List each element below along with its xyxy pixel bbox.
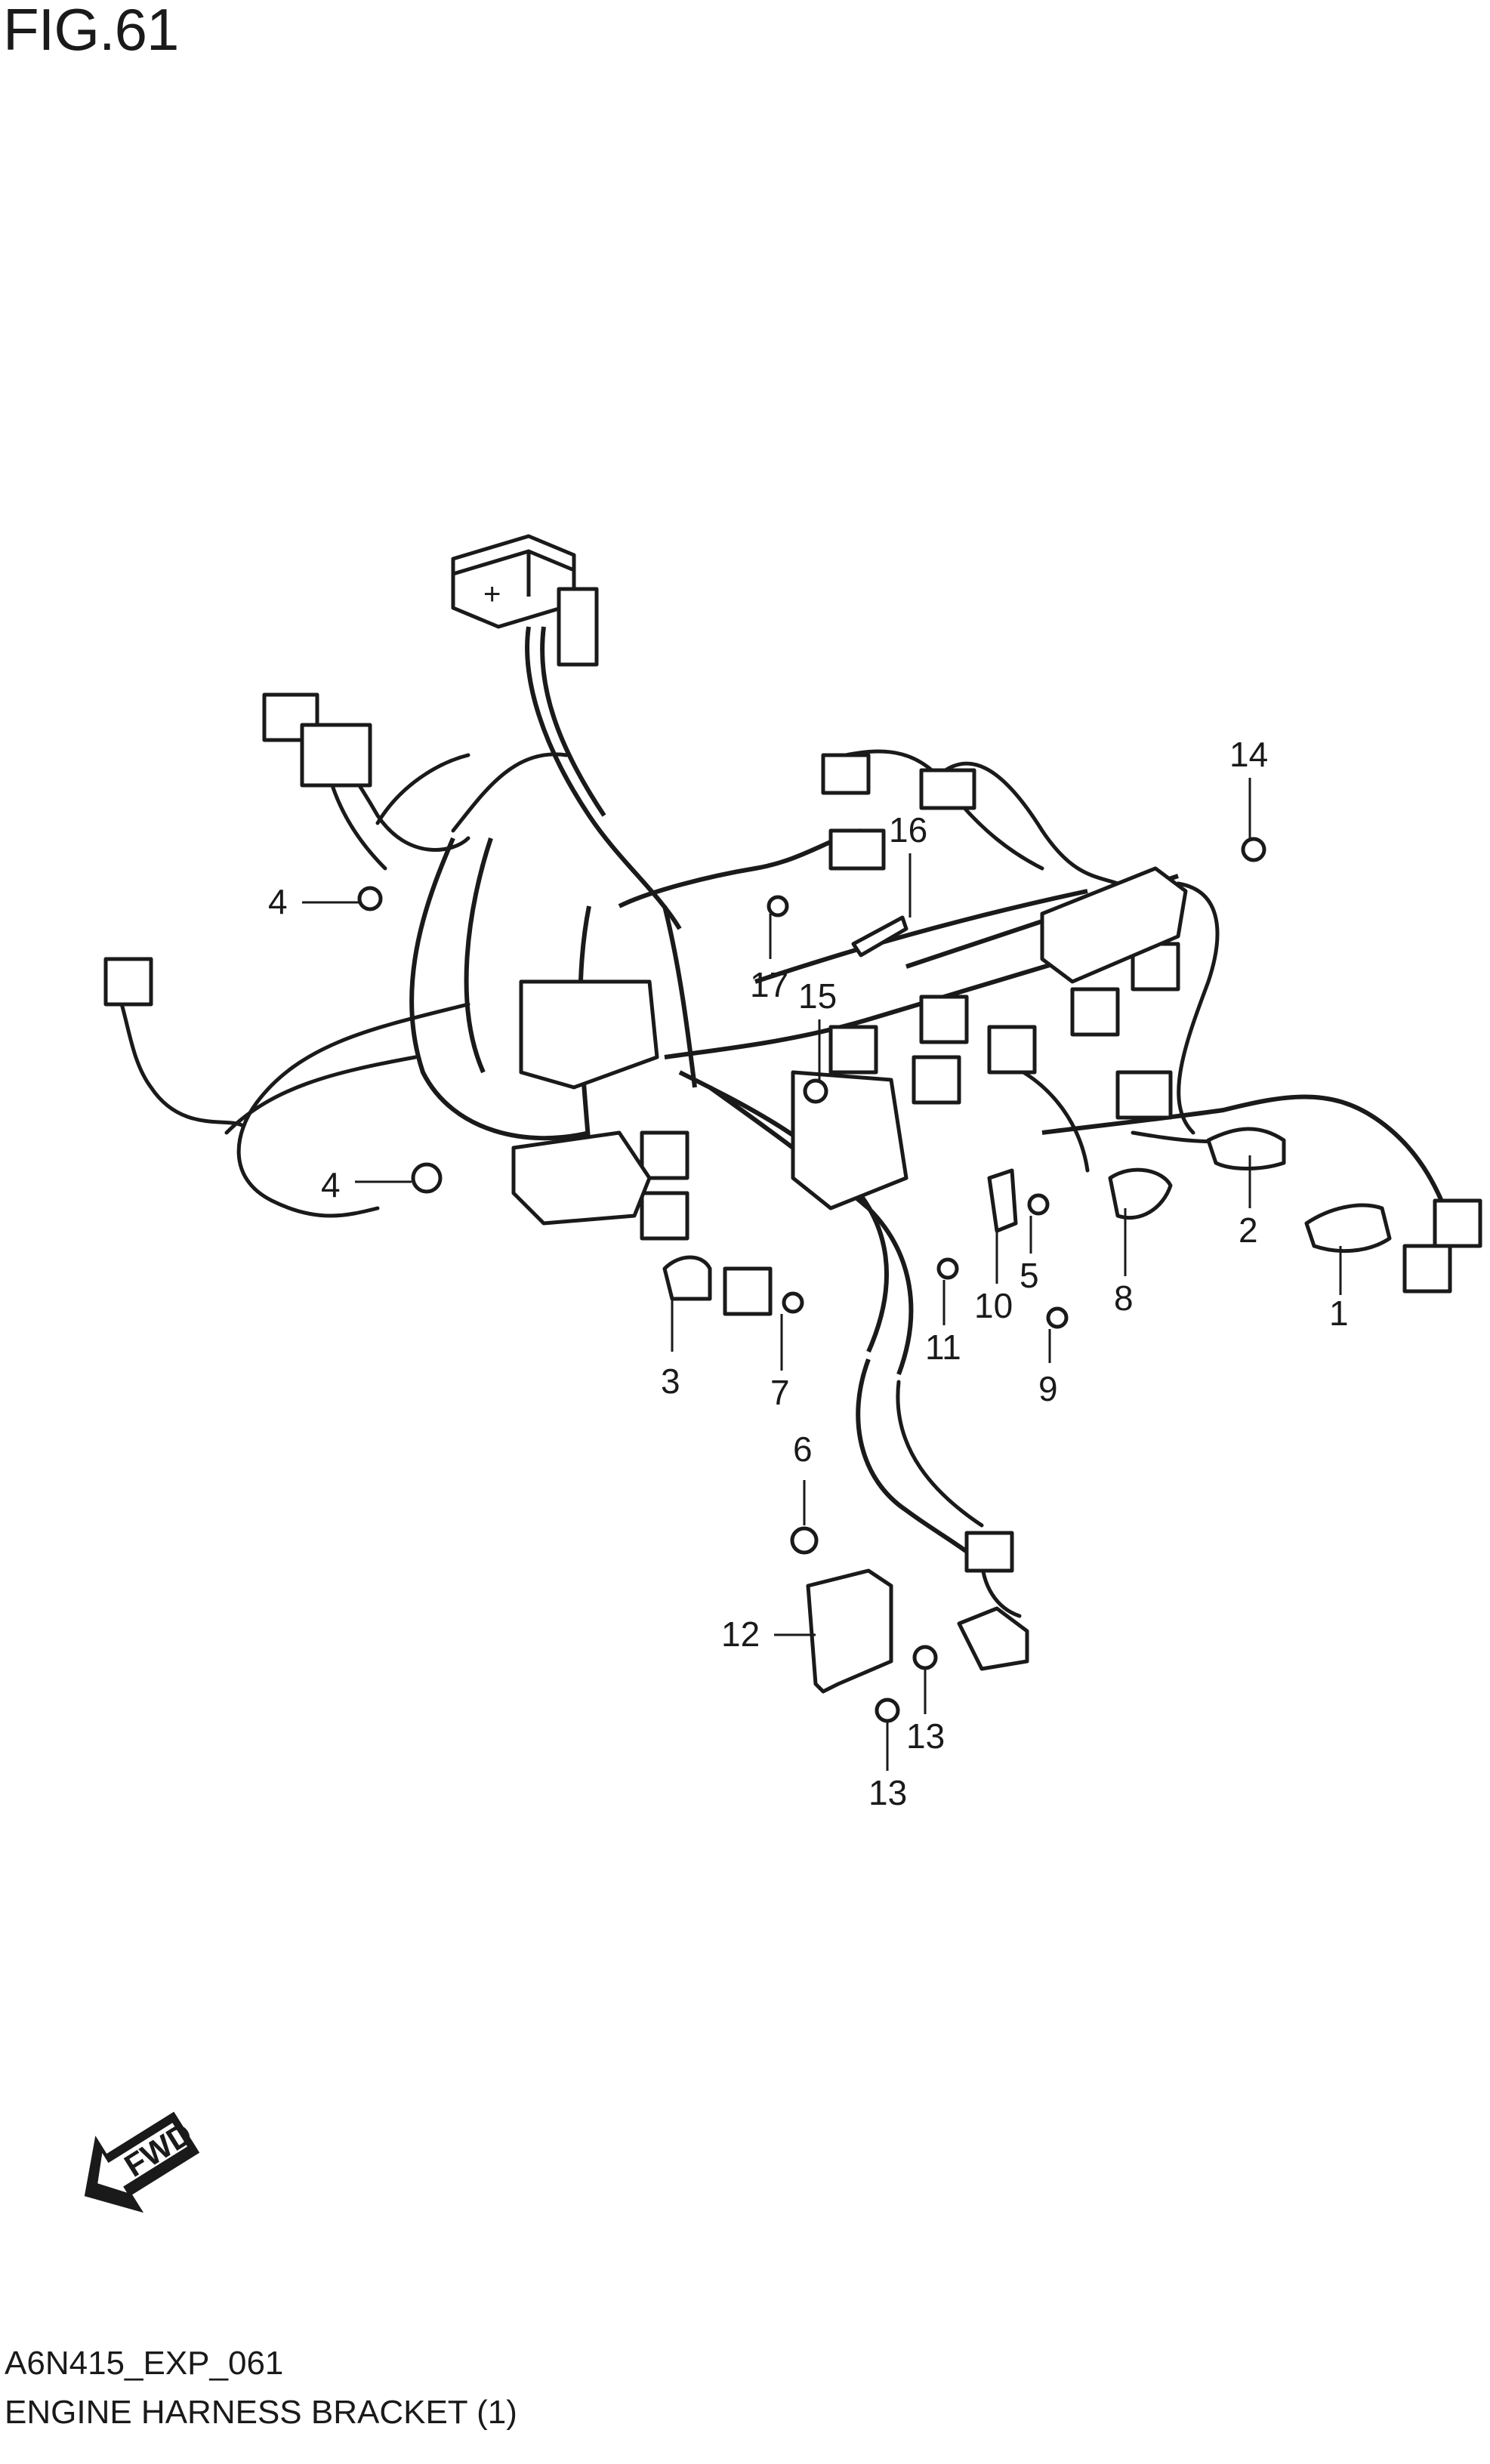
- callout-13b: 13: [868, 1773, 907, 1812]
- callout-2: 2: [1239, 1210, 1258, 1250]
- callout-3: 3: [661, 1362, 680, 1401]
- bolt-4a: [357, 886, 383, 911]
- bracket-part-1: [1304, 1203, 1392, 1253]
- brackets: [662, 1127, 1392, 1694]
- callout-16: 16: [889, 810, 927, 850]
- callout-5: 5: [1020, 1256, 1039, 1295]
- bolt-14: [1241, 837, 1266, 862]
- bolt-7: [782, 1291, 804, 1314]
- bolt-6: [790, 1526, 819, 1555]
- callout-14: 14: [1229, 735, 1268, 774]
- callout-1: 1: [1329, 1294, 1349, 1333]
- callout-4a: 4: [268, 882, 288, 921]
- bolt-13a: [912, 1645, 938, 1670]
- callout-17: 17: [750, 965, 788, 1004]
- bolt-17: [767, 895, 789, 917]
- callout-labels: 1 2 3 4 4 5 6 7 8 9 10 11 12 13 13 14 15…: [268, 735, 1349, 1812]
- callout-4b: 4: [321, 1165, 341, 1204]
- callout-7: 7: [770, 1373, 790, 1412]
- leader-lines: [302, 778, 1342, 1771]
- figure-name: ENGINE HARNESS BRACKET (1): [5, 2394, 517, 2431]
- terminal-plus-sign: +: [483, 578, 501, 611]
- bolts: [357, 837, 1266, 1723]
- callout-9: 9: [1038, 1369, 1058, 1408]
- bolt-4b: [411, 1162, 443, 1194]
- callout-6: 6: [793, 1429, 813, 1469]
- bolt-11: [936, 1257, 959, 1280]
- callout-13a: 13: [906, 1716, 945, 1756]
- callout-15: 15: [798, 976, 837, 1016]
- callout-11: 11: [925, 1328, 961, 1367]
- forward-arrow-icon: FWD: [84, 2111, 200, 2213]
- battery-terminal-cap: +: [451, 534, 599, 667]
- bracket-part-8: [1108, 1167, 1173, 1220]
- bolt-5: [1027, 1193, 1050, 1216]
- callout-8: 8: [1114, 1278, 1134, 1318]
- clamp-part-3: [662, 1255, 712, 1301]
- bolt-9: [1046, 1306, 1069, 1329]
- callout-12: 12: [721, 1614, 760, 1654]
- figure-title: FIG.61: [3, 0, 179, 63]
- figure-code: A6N415_EXP_061: [5, 2345, 284, 2382]
- clip-16: [851, 915, 908, 958]
- bracket-part-10: [987, 1168, 1018, 1233]
- connectors: [103, 692, 1482, 1671]
- bolt-13b: [875, 1698, 900, 1723]
- bolt-15: [803, 1078, 828, 1104]
- bracket-part-2: [1206, 1127, 1286, 1170]
- callout-10: 10: [974, 1286, 1013, 1325]
- bracket-part-12: [806, 1568, 893, 1694]
